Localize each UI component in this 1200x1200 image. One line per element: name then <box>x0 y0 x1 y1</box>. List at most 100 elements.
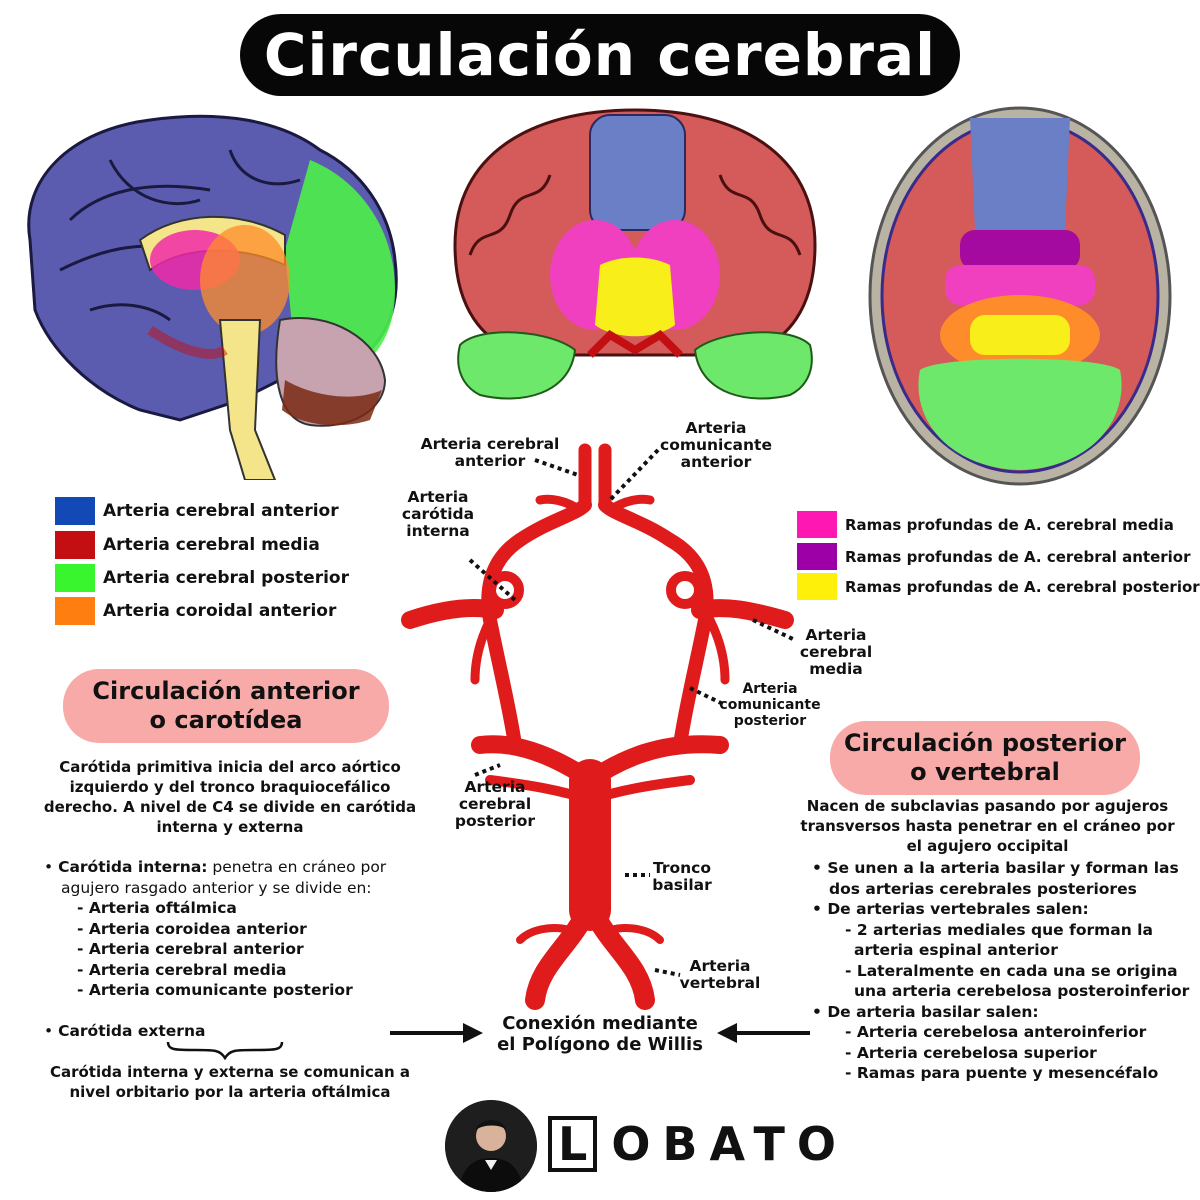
bullet-text: De arteria basilar salen: <box>827 1002 1039 1021</box>
text-line: Nacen de subclavias pasando por agujeros <box>806 797 1169 815</box>
legend-swatch <box>797 511 837 538</box>
bullet-item: • Se unen a la arteria basilar y forman … <box>812 859 1179 877</box>
coronal-brain-illustration <box>453 108 817 400</box>
branch-item: - Arteria oftálmica <box>77 899 237 917</box>
legend-item: Arteria cerebral posterior <box>55 564 349 592</box>
text-line: Carótida primitiva inicia del arco aórti… <box>59 758 401 776</box>
label-vertebral: Arteria vertebral <box>672 958 768 992</box>
label-line: posterior <box>733 713 807 729</box>
conexion-arrows <box>390 1023 810 1043</box>
legend-label: Ramas profundas de A. cerebral posterior <box>845 577 1200 596</box>
bullet-text: penetra en cráneo por <box>207 858 387 876</box>
circle-of-willis-illustration <box>401 443 796 1010</box>
bullet-text: agujero rasgado anterior y se divide en: <box>61 878 372 897</box>
sagittal-brain-illustration <box>27 114 398 480</box>
person-avatar-icon <box>445 1100 537 1192</box>
label-line: Arteria cerebral <box>420 435 560 453</box>
legend-swatch <box>797 543 837 570</box>
sub-item: una arteria cerebelosa posteroinferior <box>854 982 1190 1000</box>
bullet-item: • De arteria basilar salen: <box>812 1002 1039 1021</box>
text-line: Carótida interna y externa se comunican … <box>49 1063 411 1081</box>
avatar <box>445 1100 537 1192</box>
legend-item: Ramas profundas de A. cerebral posterior <box>797 573 1200 600</box>
label-line: vertebral <box>679 974 761 992</box>
label-cerebral-posterior: Arteria cerebral posterior <box>445 779 545 830</box>
legend-label: Arteria cerebral media <box>103 535 320 555</box>
brace-icon <box>166 1041 284 1060</box>
sub-item: - 2 arterias mediales que forman la <box>845 920 1153 939</box>
label-line: Arteria <box>464 778 526 796</box>
branch-item: - Arteria comunicante posterior <box>77 981 353 999</box>
legend-swatch <box>55 564 95 592</box>
branch-item: - Arteria cerebral anterior <box>77 940 304 958</box>
bullet-text: Se unen a la arteria basilar y forman la… <box>827 859 1179 877</box>
bullet-bold: Carótida externa <box>58 1022 206 1040</box>
legend-item: Arteria coroidal anterior <box>55 597 336 625</box>
legend-swatch <box>55 497 95 525</box>
bullet-item: • Carótida interna: penetra en cráneo po… <box>44 858 387 876</box>
label-line: Arteria <box>685 419 747 437</box>
label-line: Arteria <box>689 957 751 975</box>
label-line: Tronco <box>652 859 712 877</box>
page-title: Circulación cerebral <box>263 21 937 89</box>
legend-swatch <box>55 531 95 559</box>
label-line: anterior <box>454 452 526 470</box>
label-line: cerebral <box>458 795 532 813</box>
text-line: nivel orbitario por la arteria oftálmica <box>69 1083 391 1101</box>
label-line: comunicante <box>660 436 772 454</box>
heading-line: o vertebral <box>910 758 1060 786</box>
label-line: Arteria <box>407 488 469 506</box>
left-arrow-icon <box>717 1023 810 1043</box>
label-line: Arteria <box>805 626 867 644</box>
sub-item: - Lateralmente en cada una se origina <box>845 961 1178 980</box>
text-line: derecho. A nivel de C4 se divide en caró… <box>43 798 417 816</box>
label-line: media <box>809 660 863 678</box>
legend-item: Ramas profundas de A. cerebral media <box>797 511 1174 538</box>
title-banner: Circulación cerebral <box>240 14 960 96</box>
text-line: el agujero occipital <box>906 837 1069 855</box>
label-line: cerebral <box>799 643 873 661</box>
sub-item: arteria espinal anterior <box>854 941 1058 959</box>
label-comunicante-anterior: Arteria comunicante anterior <box>650 420 782 471</box>
legend-item: Arteria cerebral media <box>55 531 320 559</box>
heading-line: Circulación posterior <box>844 729 1126 757</box>
bullet-bold: Carótida interna: <box>58 858 208 876</box>
branch-item: - Arteria cerebral media <box>77 960 287 979</box>
label-line: interna <box>406 522 470 540</box>
logo-first-letter: L <box>548 1116 598 1172</box>
label-line: comunicante <box>719 697 821 713</box>
text-line: interna y externa <box>156 818 304 836</box>
legend-item: Arteria cerebral anterior <box>55 497 339 525</box>
sub-item: - Arteria cerebelosa anteroinferior <box>845 1023 1147 1041</box>
bullet-text: De arterias vertebrales salen: <box>827 900 1089 918</box>
posterior-list: • Se unen a la arteria basilar y forman … <box>812 858 1192 1084</box>
label-line: basilar <box>652 876 712 894</box>
text-line: transversos hasta penetrar en el cráneo … <box>800 817 1175 835</box>
text-line: izquierdo y del tronco braquiocefálico <box>69 778 391 796</box>
legend-label: Arteria cerebral anterior <box>103 501 339 521</box>
anterior-bullet2: • Carótida externa <box>44 1022 206 1040</box>
label-comunicante-posterior: Arteria comunicante posterior <box>710 681 830 729</box>
legend-label: Arteria cerebral posterior <box>103 568 349 588</box>
bullet-item: • De arterias vertebrales salen: <box>812 900 1089 918</box>
sub-item: - Arteria cerebelosa superior <box>845 1043 1097 1062</box>
brand-logo: L OBATO <box>548 1116 848 1172</box>
legend-swatch <box>797 573 837 600</box>
posterior-heading: Circulación posterior o vertebral <box>830 721 1140 795</box>
label-cerebral-anterior: Arteria cerebral anterior <box>412 436 568 470</box>
bullet-text: dos arterias cerebrales posteriores <box>829 879 1137 898</box>
label-line: Arteria <box>742 681 798 697</box>
text-line: el Polígono de Willis <box>497 1034 703 1055</box>
legend-label: Ramas profundas de A. cerebral anterior <box>845 547 1191 566</box>
logo-rest: OBATO <box>611 1117 848 1171</box>
sub-item: - Ramas para puente y mesencéfalo <box>845 1064 1159 1082</box>
anterior-footer: Carótida interna y externa se comunican … <box>30 1062 430 1102</box>
heading-line: o carotídea <box>149 706 303 734</box>
anterior-list: • Carótida interna: penetra en cráneo po… <box>44 857 424 1001</box>
legend-label: Arteria coroidal anterior <box>103 601 337 621</box>
label-tronco-basilar: Tronco basilar <box>640 860 724 894</box>
right-arrow-icon <box>390 1023 483 1043</box>
label-line: posterior <box>454 812 536 830</box>
axial-brain-illustration <box>868 106 1172 486</box>
label-carotida-interna: Arteria carótida interna <box>395 489 481 540</box>
